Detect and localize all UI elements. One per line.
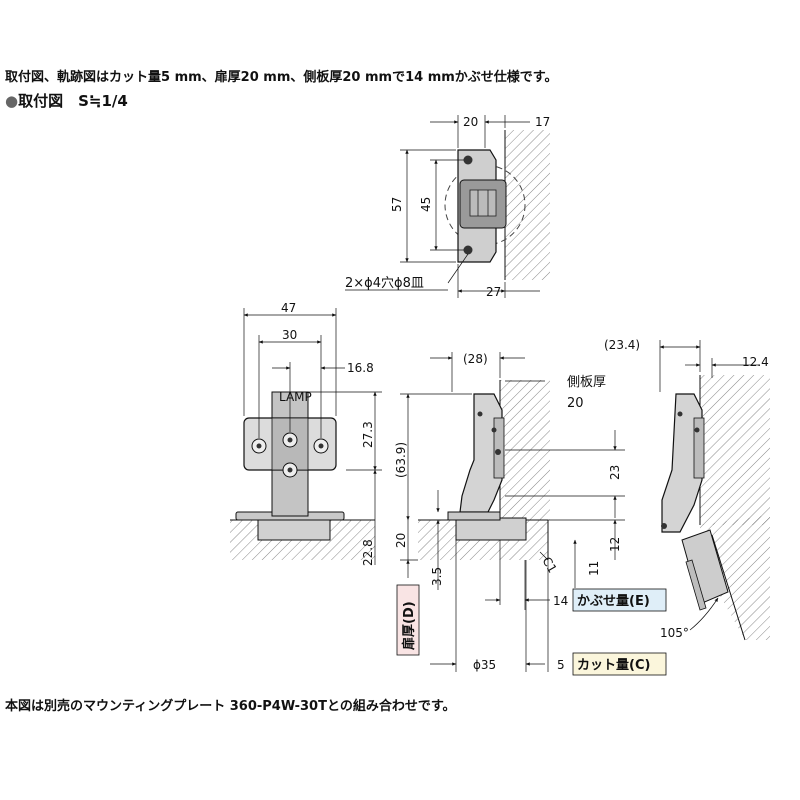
top-view-dim-side: 17 (535, 115, 550, 129)
section-title: ●取付図 S≒1/4 (5, 90, 128, 111)
top-view-hole-lower (463, 245, 473, 255)
top-view: 20 17 57 45 27 2×ϕ4穴ϕ8皿 (345, 115, 550, 299)
open-view-hinge-arm (661, 393, 703, 533)
open-view-angle: 105° (660, 626, 689, 640)
front-view-dim-offset: 16.8 (347, 361, 374, 375)
top-view-dim-height: 57 (390, 197, 404, 212)
side-view-dim-total-height: (63.9) (394, 442, 408, 478)
side-view-dim-12: 12 (608, 537, 622, 552)
door-label-box (396, 584, 420, 656)
open-view: (23.4) 12.4 105° (604, 338, 770, 641)
open-view-side-panel (700, 375, 770, 525)
top-view-dim-width: 20 (463, 115, 478, 129)
top-view-dim-hole-pitch: 45 (419, 197, 433, 212)
front-view-dim-base: 22.8 (361, 539, 375, 566)
cut-label: カット量(C) (577, 658, 650, 673)
front-view-logo: LAMP (279, 390, 312, 404)
door-label: 扉厚(D) (401, 601, 417, 650)
side-view-dim-cup: ϕ35 (473, 658, 496, 672)
top-view-side-panel (505, 130, 550, 280)
open-view-dim-top: (23.4) (604, 338, 640, 352)
front-view-dim-width: 47 (281, 301, 296, 315)
open-view-dim-side: 12.4 (742, 355, 769, 369)
side-view-side-label-2: 20 (567, 396, 584, 411)
side-view-dim-23: 23 (608, 465, 622, 480)
front-view-dim-height: 27.3 (361, 421, 375, 448)
side-view-chamfer: C1 (539, 555, 559, 576)
side-view-dim-small: 3.5 (430, 567, 444, 586)
front-view: LAMP 47 30 16.8 27.3 22.8 (230, 301, 382, 566)
side-view-dim-door: 20 (394, 533, 408, 548)
front-view-cup (257, 517, 331, 541)
bottom-caption: 本図は別売のマウンティングプレート 360-P4W-30Tとの組み合わせです。 (5, 699, 456, 714)
side-view-dim-overlay: 14 (553, 594, 568, 608)
top-view-hole-note: 2×ϕ4穴ϕ8皿 (345, 276, 424, 291)
side-view-dim-cut: 5 (557, 658, 565, 672)
side-view-cup (455, 517, 527, 541)
open-view-door-panel (700, 515, 770, 640)
top-caption: 取付図、軌跡図はカット量5 mm、扉厚20 mm、側板厚20 mmで14 mmか… (5, 70, 558, 85)
side-view-dim-11: 11 (587, 561, 601, 576)
section-title-text: 取付図 S≒1/4 (18, 92, 128, 110)
top-view-hole-upper (463, 155, 473, 165)
top-view-dim-depth: 27 (486, 285, 501, 299)
cut-label-box (572, 652, 667, 676)
side-view-dim-top: (28) (463, 352, 488, 366)
bullet-icon: ● (5, 92, 19, 110)
overlay-label: かぶせ量(E) (577, 594, 650, 609)
overlay-label-box (572, 588, 667, 612)
front-view-dim-hole-pitch: 30 (282, 328, 297, 342)
side-view-side-label-1: 側板厚 (567, 375, 606, 390)
side-view: (28) 側板厚 20 (63.9) 20 3.5 23 12 11 C1 (394, 352, 667, 676)
